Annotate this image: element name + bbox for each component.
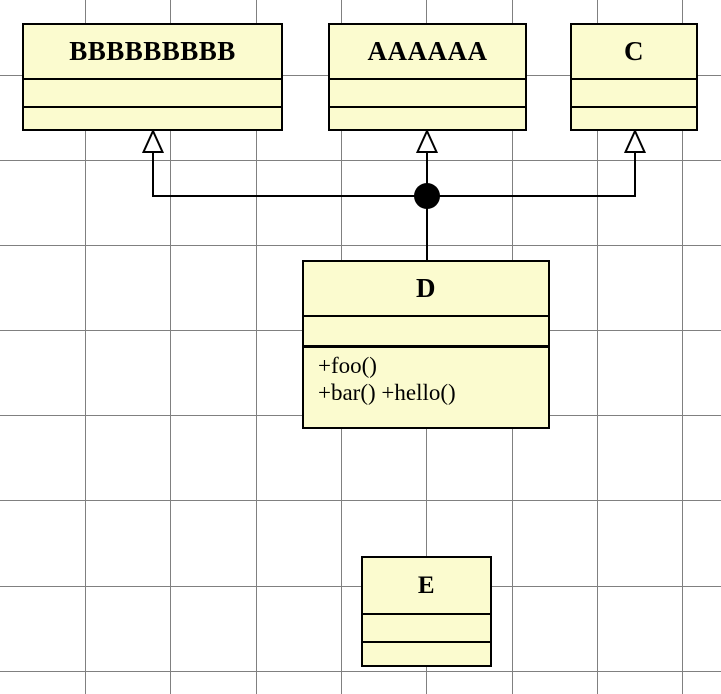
class-c-name-compartment: C (572, 25, 696, 78)
class-box-c[interactable]: C (570, 23, 698, 131)
class-b-name: BBBBBBBBB (69, 36, 236, 66)
class-e-name: E (417, 571, 436, 599)
class-c-operations-compartment (572, 106, 696, 129)
class-d-operations-compartment: +foo() +bar() +hello() (304, 345, 548, 425)
class-a-operations-compartment (330, 106, 525, 129)
generalization-bus (152, 152, 636, 260)
class-d-operation-1: +foo() (318, 353, 377, 378)
class-d-attributes-compartment (304, 315, 548, 345)
class-d-name: D (416, 273, 436, 303)
class-c-name: C (624, 36, 644, 66)
class-d-name-compartment: D (304, 262, 548, 315)
generalization-arrow-a (415, 128, 439, 153)
generalization-arrow-c (623, 128, 647, 153)
class-e-operations-compartment (363, 641, 490, 665)
class-b-attributes-compartment (24, 78, 281, 106)
class-a-attributes-compartment (330, 78, 525, 106)
class-c-attributes-compartment (572, 78, 696, 106)
class-a-name-compartment: AAAAAA (330, 25, 525, 78)
class-d-operation-2: +bar() +hello() (318, 380, 456, 406)
class-box-e[interactable]: E (361, 556, 492, 667)
generalization-arrow-b (141, 128, 165, 153)
class-a-name: AAAAAA (367, 36, 488, 66)
class-box-b[interactable]: BBBBBBBBB (22, 23, 283, 131)
class-box-a[interactable]: AAAAAA (328, 23, 527, 131)
class-b-operations-compartment (24, 106, 281, 129)
class-b-name-compartment: BBBBBBBBB (24, 25, 281, 78)
class-box-d[interactable]: D +foo() +bar() +hello() (302, 260, 550, 429)
class-e-name-compartment: E (363, 558, 490, 613)
generalization-set-junction-dot (414, 183, 440, 209)
class-e-attributes-compartment (363, 613, 490, 641)
